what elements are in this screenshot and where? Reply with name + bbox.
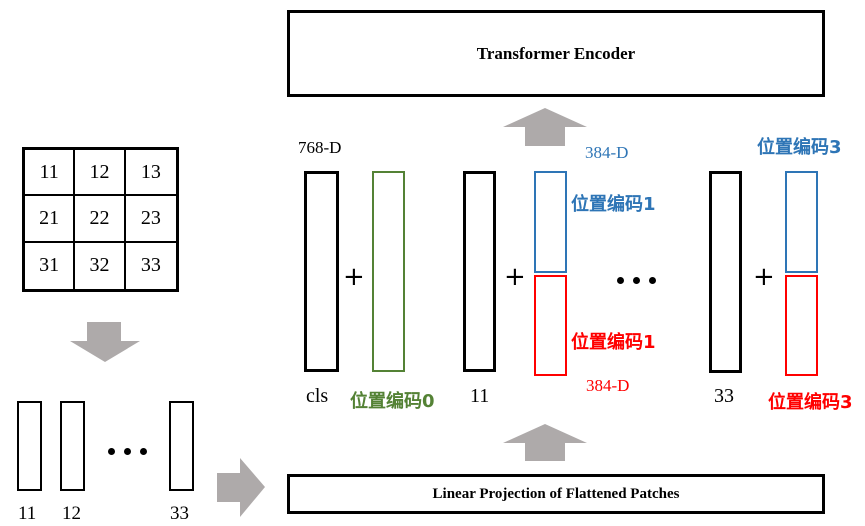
- cls-token-vector: [304, 171, 339, 372]
- cls-dimension-label: 768-D: [298, 138, 342, 157]
- ellipsis: [617, 277, 656, 284]
- transformer-encoder-label: Transformer Encoder: [476, 43, 636, 63]
- flattened-patch-label: 12: [62, 503, 81, 524]
- blue-dimension-label: 384-D: [585, 143, 629, 162]
- red-dimension-label: 384-D: [586, 376, 630, 395]
- patch-11-vector: [463, 171, 496, 372]
- patch-33-vector: [709, 171, 742, 373]
- position-embedding-1-top-vector: [534, 171, 567, 273]
- cls-label: cls: [306, 385, 329, 407]
- right-arrow-icon: [217, 458, 265, 517]
- patch-cell: 13: [125, 150, 176, 197]
- plus-icon: +: [343, 262, 365, 292]
- position-embedding-1-top-label: 位置编码1: [571, 194, 656, 215]
- position-embedding-3-bottom-label: 位置编码3: [768, 392, 853, 413]
- patch-cell: 12: [75, 150, 126, 197]
- plus-icon: +: [753, 262, 775, 292]
- flattened-patch-label: 11: [18, 503, 37, 524]
- patch-cell: 23: [125, 196, 176, 243]
- patch-cell: 22: [75, 196, 126, 243]
- patch-cell: 31: [25, 242, 76, 289]
- patch-cell: 11: [25, 150, 76, 197]
- position-embedding-0-vector: [372, 171, 405, 372]
- patch-33-label: 33: [714, 385, 734, 407]
- flattened-patch-vector: [17, 401, 42, 491]
- flattened-patch-vector: [60, 401, 85, 491]
- flattened-patch-label: 33: [170, 503, 189, 524]
- position-embedding-0-label: 位置编码0: [350, 391, 435, 412]
- position-embedding-1-bottom-label: 位置编码1: [571, 332, 656, 353]
- position-embedding-1-bottom-vector: [534, 275, 567, 376]
- up-arrow-icon: [503, 108, 587, 146]
- patch-grid: 11 12 13 21 22 23 31 32 33: [22, 147, 179, 292]
- up-arrow-icon: [503, 424, 587, 461]
- position-embedding-3-top-vector: [785, 171, 818, 273]
- patch-cell: 32: [75, 242, 126, 289]
- position-embedding-3-bottom-vector: [785, 275, 818, 376]
- down-arrow-icon: [70, 322, 140, 362]
- position-embedding-3-top-label: 位置编码3: [757, 137, 842, 158]
- transformer-encoder-block: Transformer Encoder: [287, 10, 825, 97]
- patch-cell: 21: [25, 196, 76, 243]
- patch-cell: 33: [140, 254, 161, 277]
- ellipsis: [108, 448, 147, 455]
- plus-icon: +: [504, 262, 526, 292]
- linear-projection-label: Linear Projection of Flattened Patches: [432, 485, 680, 502]
- patch-11-label: 11: [470, 385, 490, 407]
- linear-projection-block: Linear Projection of Flattened Patches: [287, 474, 825, 514]
- flattened-patch-vector: [169, 401, 194, 491]
